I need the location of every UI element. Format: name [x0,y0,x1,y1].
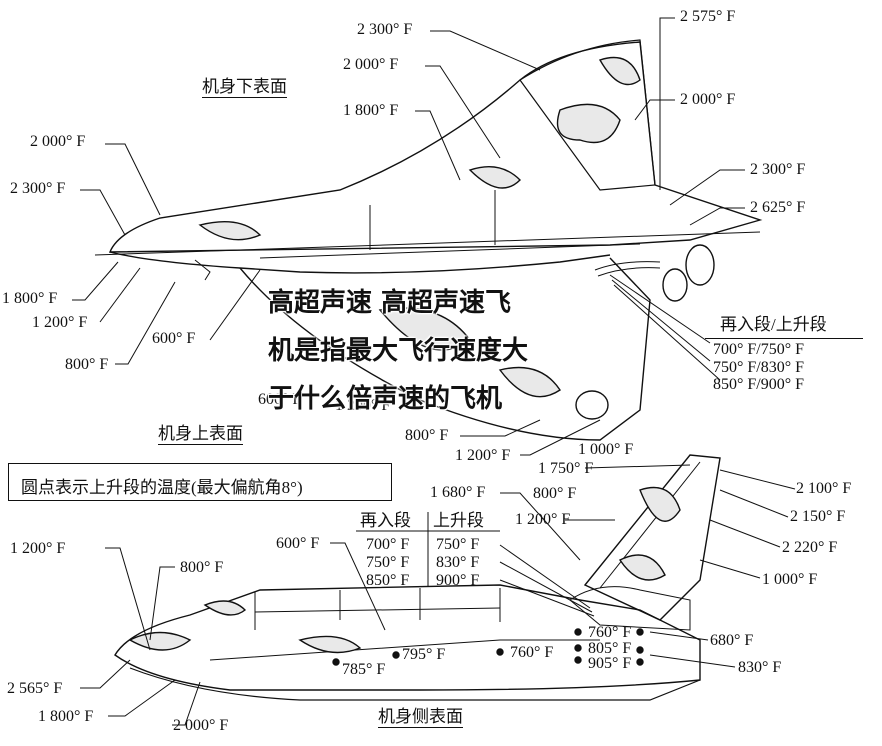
underside-heading: 机身下表面 [202,77,287,98]
temp-label: 1 800° F [38,708,94,725]
reentry-a-row-3: 850° F/900° F [713,376,805,393]
temp-label: 1 200° F [10,540,66,557]
overlay-title-line-2: 机是指最大飞行速度大 [268,336,529,366]
shuttle-side-view [80,454,796,726]
reentry-a-rule [705,338,863,339]
reentry-b-cell: 830° F [436,554,480,571]
temp-label: 600° F [152,330,196,347]
temp-label: 800° F [180,559,224,576]
temp-label: 2 000° F [680,91,736,108]
reentry-b-cell: 700° F [366,536,410,553]
temp-label: 2 300° F [357,21,413,38]
dot-temp-label: 760° F [510,644,554,661]
dot-temp-label: 2 100° F [796,480,852,497]
temp-label: 1 680° F [430,484,486,501]
temp-label: 1 800° F [343,102,399,119]
temp-label: 800° F [533,485,577,502]
temp-label: 800° F [405,427,449,444]
temp-label: 2 300° F [10,180,66,197]
temp-label: 1 800° F [2,290,58,307]
dot-temp-label: 905° F [588,655,632,672]
dot-temp-label: 795° F [402,646,446,663]
temp-label: 2 000° F [30,133,86,150]
temp-label: 1 200° F [455,447,511,464]
dot-temp-label: 2 150° F [790,508,846,525]
temp-label: 2 565° F [7,680,63,697]
temp-label: 600° F [258,391,302,408]
reentry-b-heading-ascent: 上升段 [433,511,484,530]
temp-label: 1 200° F [32,314,88,331]
dot-temp-label: 2 220° F [782,539,838,556]
temp-label: 1 200° F [515,511,571,528]
dot-temp-label: 2 000° F [173,717,229,734]
topside-heading: 机身上表面 [158,424,243,445]
overlay-title-line-1: 高超声速 高超声速飞 [268,288,512,318]
shuttle-top-view [72,17,763,456]
temp-label: 600° F [276,535,320,552]
legend-box: 圆点表示上升段的温度(最大偏航角8°) [8,463,392,501]
dot-temp-label: 1 000° F [578,441,634,458]
temp-label: 800° F [65,356,109,373]
reentry-b-cell: 900° F [436,572,480,589]
reentry-b-heading-reentry: 再入段 [360,511,411,530]
legend-text: 圆点表示上升段的温度(最大偏航角8°) [21,478,303,497]
temp-label: 2 625° F [750,199,806,216]
temp-label: 785° F [342,661,386,678]
temp-label: 2 575° F [680,8,736,25]
reentry-b-cell: 750° F [366,554,410,571]
sideview-heading: 机身侧表面 [378,707,463,728]
dot-temp-label: 1 000° F [762,571,818,588]
reentry-a-row-1: 700° F/750° F [713,341,805,358]
dot-temp-label: 805° F [588,640,632,657]
dot-temp-label: 830° F [738,659,782,676]
dot-temp-label: 680° F [710,632,754,649]
reentry-a-row-2: 750° F/830° F [713,359,805,376]
dot-temp-label: 1 750° F [538,460,594,477]
reentry-b-cell: 750° F [436,536,480,553]
temp-label: 1 200° F [335,397,391,414]
reentry-b-cell: 850° F [366,572,410,589]
reentry-a-heading: 再入段/上升段 [720,315,827,334]
temp-label: 2 000° F [343,56,399,73]
dot-temp-label: 760° F [588,624,632,641]
overlay-title-line-3: 于什么倍声速的飞机 [268,384,503,414]
temp-label: 2 300° F [750,161,806,178]
